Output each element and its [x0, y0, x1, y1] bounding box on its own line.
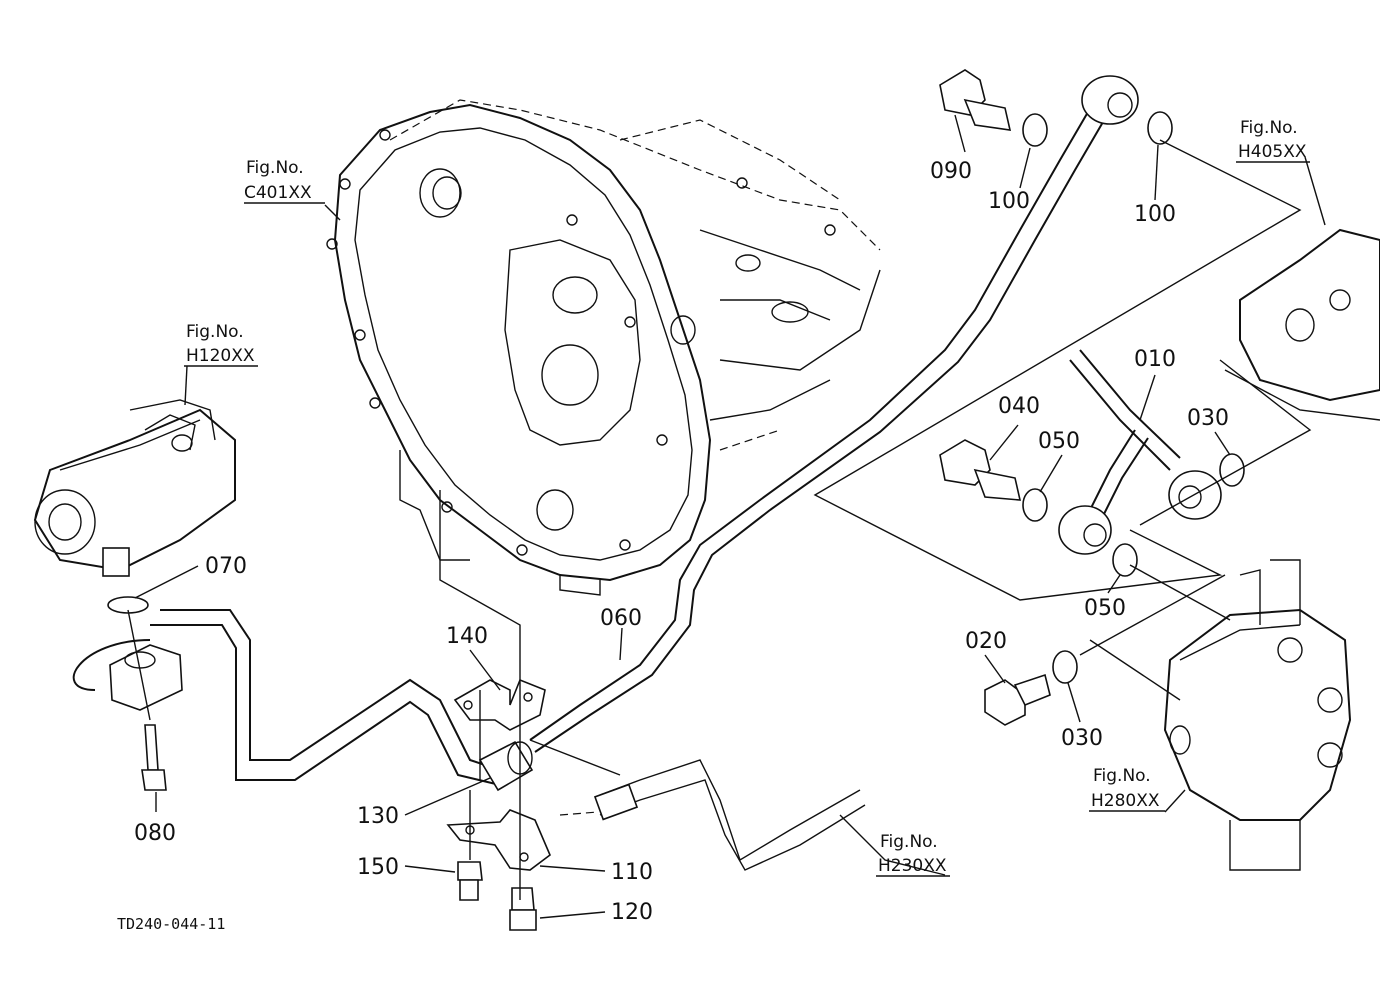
part-140-clamp: [453, 678, 546, 731]
part-040-bolt: [939, 439, 1022, 501]
ref-h405[interactable]: Fig.No. H405XX: [1236, 118, 1310, 163]
ref-h405-line1: Fig.No.: [1240, 118, 1298, 138]
part-label-090[interactable]: 090: [930, 159, 972, 184]
ref-h120-line2: H120XX: [186, 346, 255, 366]
ref-h280-line2: H280XX: [1091, 791, 1160, 811]
part-020-bolt: [984, 673, 1051, 726]
part-030b-washer: [1052, 650, 1078, 684]
part-030a-washer: [1219, 453, 1245, 487]
part-label-040[interactable]: 040: [998, 394, 1040, 419]
part-label-030b[interactable]: 030: [1061, 726, 1103, 751]
return-pipe: [559, 759, 866, 871]
part-label-010[interactable]: 010: [1134, 347, 1176, 372]
part-label-060[interactable]: 060: [600, 606, 642, 631]
part-label-070[interactable]: 070: [205, 554, 247, 579]
part-110-bracket: [446, 809, 551, 871]
part-label-100b[interactable]: 100: [1134, 202, 1176, 227]
part-120-bolt: [509, 887, 537, 931]
transmission-housing: [326, 99, 881, 596]
ref-c401[interactable]: Fig.No. C401XX: [244, 158, 325, 204]
pipe-eye-top: [1081, 75, 1139, 125]
pipe-060: [529, 99, 1111, 753]
part-label-110[interactable]: 110: [611, 860, 653, 885]
guide-lines: [127, 139, 1312, 900]
ref-h120[interactable]: Fig.No. H120XX: [184, 322, 258, 367]
part-label-050b[interactable]: 050: [1084, 596, 1126, 621]
part-100b-washer: [1147, 111, 1173, 145]
ref-h230[interactable]: Fig.No. H230XX: [876, 832, 950, 877]
part-label-150[interactable]: 150: [357, 855, 399, 880]
ref-c401-line2: C401XX: [244, 183, 312, 203]
leader-lines: [134, 114, 1326, 919]
ref-h280[interactable]: Fig.No. H280XX: [1089, 766, 1165, 812]
part-label-130[interactable]: 130: [357, 804, 399, 829]
ref-h405-line2: H405XX: [1238, 142, 1307, 162]
part-label-020[interactable]: 020: [965, 629, 1007, 654]
ref-h230-line2: H230XX: [878, 856, 947, 876]
ref-h120-line1: Fig.No.: [186, 322, 244, 342]
part-label-080[interactable]: 080: [134, 821, 176, 846]
part-080-bolt: [141, 724, 167, 791]
part-150-bolt: [457, 861, 483, 901]
pump-pipe: [72, 609, 501, 786]
part-label-140[interactable]: 140: [446, 624, 488, 649]
part-label-100a[interactable]: 100: [988, 189, 1030, 214]
ref-h230-line1: Fig.No.: [880, 832, 938, 852]
part-100a-washer: [1022, 113, 1048, 147]
pipe-fitting-block: [109, 644, 183, 711]
part-label-030a[interactable]: 030: [1187, 406, 1229, 431]
part-090-bolt: [939, 69, 1012, 131]
ref-c401-line1: Fig.No.: [246, 158, 304, 178]
part-050a-washer: [1022, 488, 1048, 522]
part-010-pipe: [1058, 349, 1222, 555]
part-050b-washer: [1112, 543, 1138, 577]
part-label-050a[interactable]: 050: [1038, 429, 1080, 454]
hydraulic-pump: [33, 399, 236, 577]
part-label-120[interactable]: 120: [611, 900, 653, 925]
diagram-code: TD240-044-11: [117, 915, 225, 933]
ref-h280-line1: Fig.No.: [1093, 766, 1151, 786]
control-valve: [1163, 559, 1352, 871]
lift-linkage: [1224, 228, 1380, 421]
